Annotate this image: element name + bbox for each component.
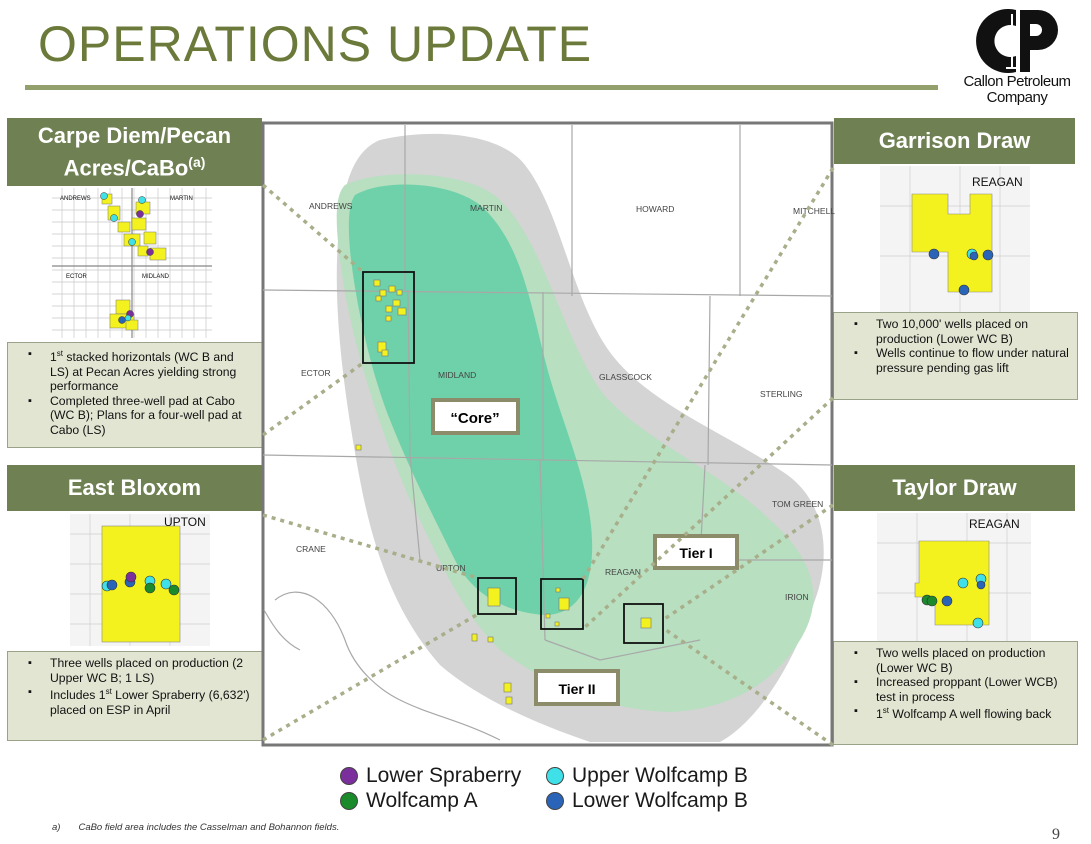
thumb-label-ector: ECTOR <box>66 274 88 280</box>
legend-item-lower-wolfcamp-b: Lower Wolfcamp B <box>546 789 748 813</box>
svg-text:Tier II: Tier II <box>558 681 595 697</box>
taylor-draw-header: Taylor Draw <box>834 465 1075 511</box>
thumb-label-reagan-taylor: REAGAN <box>969 517 1020 531</box>
focus-box-garrison-draw <box>540 578 584 630</box>
county-label-reagan: REAGAN <box>605 567 641 577</box>
thumb-label-martin: MARTIN <box>170 196 193 202</box>
svg-text:Tier I: Tier I <box>679 545 712 561</box>
county-label-crane: CRANE <box>296 544 326 554</box>
leader-lines <box>261 167 835 747</box>
carpe-diem-footnote-marker: (a) <box>188 153 206 170</box>
county-label-howard: HOWARD <box>636 204 674 214</box>
county-label-mitchell: MITCHELL <box>793 206 835 216</box>
thumb-label-andrews: ANDREWS <box>60 196 91 202</box>
page-number: 9 <box>1052 826 1060 843</box>
carpe-diem-header: Carpe Diem/Pecan Acres/CaBo(a) <box>7 118 262 186</box>
carpe-diem-bullet-2: Completed three-well pad at Cabo (WC B);… <box>28 394 256 438</box>
garrison-draw-map-thumbnail: REAGAN <box>880 166 1030 312</box>
thumb-label-midland: MIDLAND <box>142 274 170 280</box>
carpe-diem-map-thumbnail: ANDREWS MARTIN ECTOR MIDLAND <box>52 188 212 338</box>
garrison-draw-bullets: Two 10,000' wells placed on production (… <box>833 312 1078 400</box>
taylor-draw-bullet-1: Two wells placed on production (Lower WC… <box>854 646 1071 675</box>
legend-item-wolfcamp-a: Wolfcamp A <box>340 789 530 813</box>
logo-text: Callon Petroleum Company <box>946 74 1088 106</box>
thumb-label-upton: UPTON <box>164 515 206 529</box>
footnote: a) CaBo field area includes the Casselman… <box>52 822 357 833</box>
county-label-irion: IRION <box>785 592 809 602</box>
county-label-midland: MIDLAND <box>438 370 476 380</box>
focus-box-taylor-draw <box>623 603 664 644</box>
county-label-sterling: STERLING <box>760 389 803 399</box>
county-label-martin: MARTIN <box>470 203 502 213</box>
county-label-tom-green: TOM GREEN <box>772 499 823 509</box>
legend-dot-lower-spraberry <box>340 767 358 785</box>
east-bloxom-bullet-2: Includes 1st Lower Spraberry (6,632') pl… <box>28 685 256 717</box>
logo-line-1: Callon Petroleum <box>963 73 1071 90</box>
east-bloxom-bullet-1: Three wells placed on production (2 Uppe… <box>28 656 256 685</box>
legend-item-lower-spraberry: Lower Spraberry <box>340 764 530 788</box>
county-label-ector: ECTOR <box>301 368 331 378</box>
garrison-draw-bullet-2: Wells continue to flow under natural pre… <box>854 346 1071 375</box>
legend-dot-wolfcamp-a <box>340 792 358 810</box>
footnote-text: CaBo field area includes the Casselman a… <box>78 822 340 833</box>
svg-text:“Core”: “Core” <box>450 410 499 427</box>
county-label-glasscock: GLASSCOCK <box>599 372 652 382</box>
page-title: OPERATIONS UPDATE <box>38 16 593 72</box>
county-label-andrews: ANDREWS <box>309 201 353 211</box>
focus-box-carpe-diem <box>362 271 415 364</box>
east-bloxom-map-thumbnail: UPTON <box>70 514 210 646</box>
callon-logo-icon <box>976 8 1058 73</box>
taylor-draw-bullet-2: Increased proppant (Lower WCB) test in p… <box>854 675 1071 704</box>
map-acreage <box>355 279 652 705</box>
taylor-draw-map-thumbnail: REAGAN <box>877 513 1031 641</box>
legend-item-upper-wolfcamp-b: Upper Wolfcamp B <box>546 764 748 788</box>
east-bloxom-header: East Bloxom <box>7 465 262 511</box>
central-map: ANDREWS MARTIN HOWARD MITCHELL ECTOR MID… <box>262 125 835 743</box>
taylor-draw-bullets: Two wells placed on production (Lower WC… <box>833 641 1078 745</box>
title-underline <box>25 85 938 90</box>
taylor-draw-bullet-3: 1st Wolfcamp A well flowing back <box>854 704 1071 722</box>
garrison-draw-header: Garrison Draw <box>834 118 1075 164</box>
footnote-marker: a) <box>52 822 61 833</box>
legend: Lower Spraberry Upper Wolfcamp B Wolfcam… <box>340 764 780 813</box>
zone-label-core: “Core” <box>431 398 520 435</box>
east-bloxom-bullets: Three wells placed on production (2 Uppe… <box>7 651 263 741</box>
legend-dot-upper-wolfcamp-b <box>546 767 564 785</box>
legend-dot-lower-wolfcamp-b <box>546 792 564 810</box>
thumb-label-reagan-garrison: REAGAN <box>972 175 1023 189</box>
focus-box-east-bloxom <box>477 577 517 615</box>
carpe-diem-title: Carpe Diem/Pecan Acres/CaBo <box>37 122 232 181</box>
logo-line-2: Company <box>986 89 1048 106</box>
zone-label-tier2: Tier II <box>534 669 620 706</box>
county-label-upton: UPTON <box>436 563 466 573</box>
zone-label-tier1: Tier I <box>653 534 739 570</box>
garrison-draw-bullet-1: Two 10,000' wells placed on production (… <box>854 317 1071 346</box>
carpe-diem-bullet-1: 1st stacked horizontals (WC B and LS) at… <box>28 347 256 394</box>
